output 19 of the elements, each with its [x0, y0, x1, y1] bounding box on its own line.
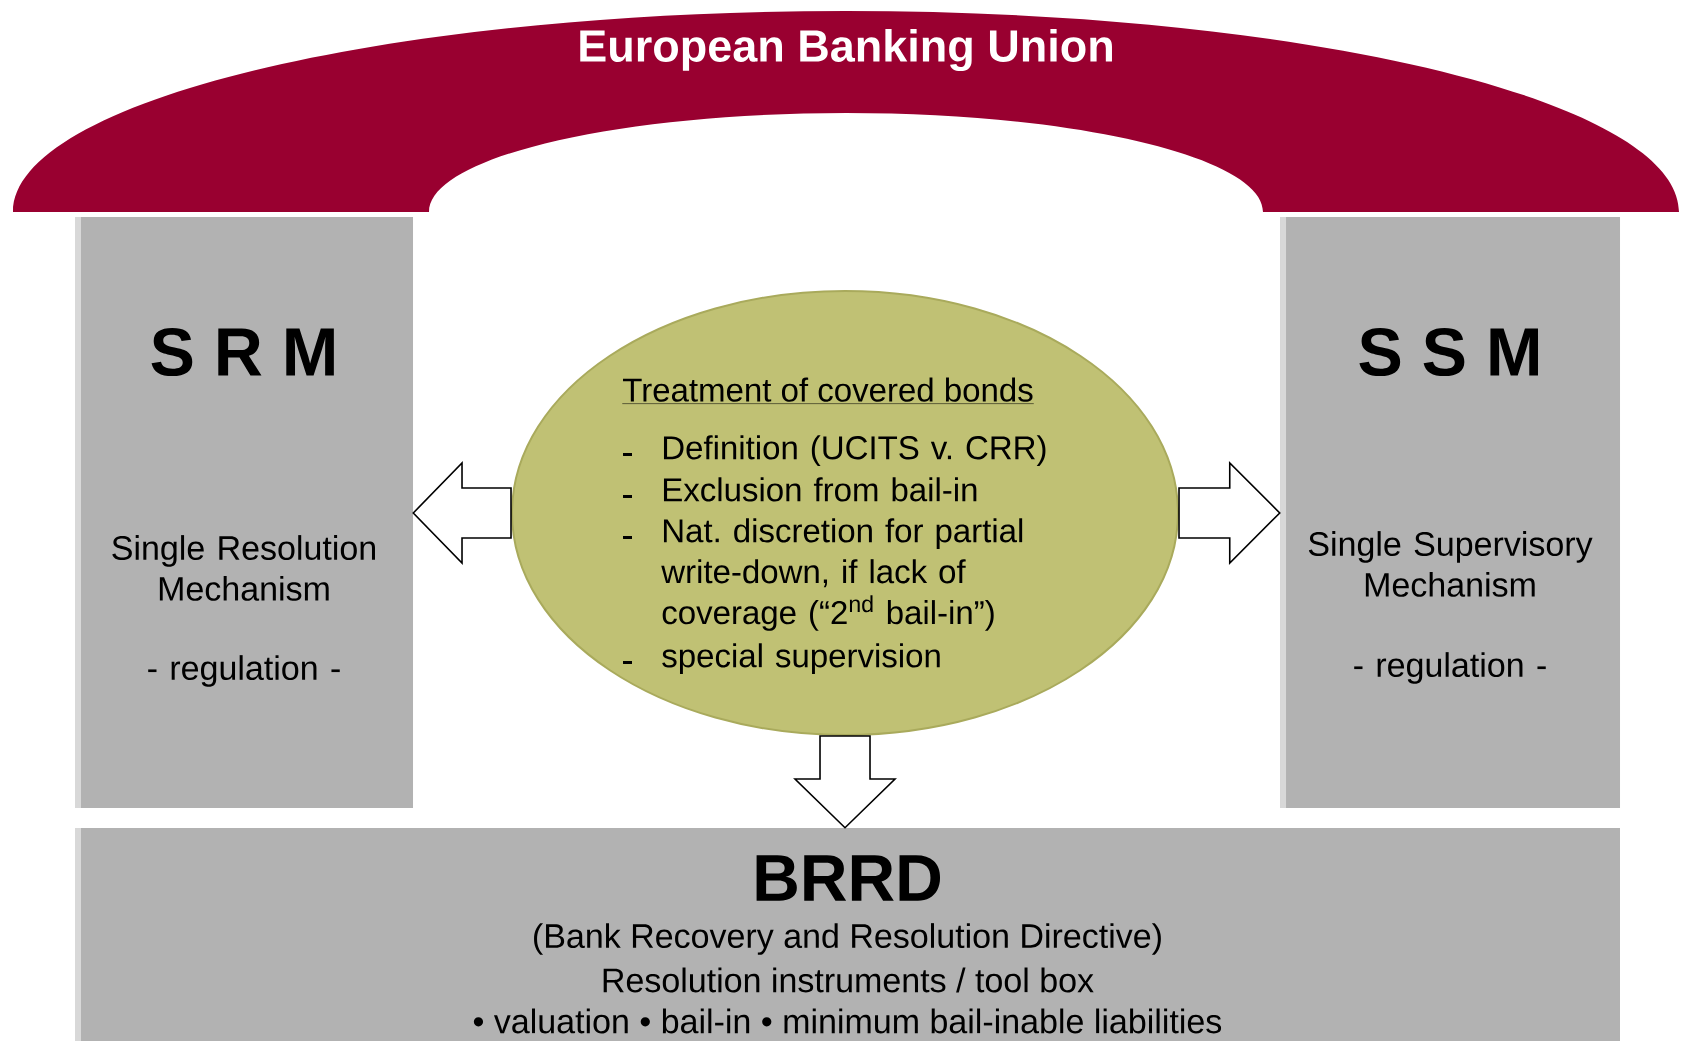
abbreviation: BRRD	[756, 855, 941, 901]
band-text: Resolution instruments / tool box	[603, 967, 1094, 993]
band-text: • valuation • bail-in • minimum bail-inable liabilities	[473, 1008, 1222, 1034]
pillar-text: Single Resolution Mechanism	[112, 535, 375, 601]
block-arrow	[793, 735, 897, 829]
block-arrow	[1178, 461, 1281, 565]
list-item: Nat. discretion for partial write-down, if lack of coverage (“2$^{nd}$ bail-in”)	[661, 518, 1023, 631]
abbreviation: S R M	[151, 327, 334, 377]
list-item: special supervision	[662, 643, 940, 674]
pillar-text: - regulation -	[1354, 652, 1546, 684]
block-arrow	[412, 461, 512, 565]
pillar-text: Single Supervisory Mechanism	[1308, 531, 1593, 597]
heading: Treatment of covered bonds	[622, 377, 1035, 404]
band-text: (Bank Recovery and Resolution Directive)	[534, 923, 1161, 955]
title: European Banking Union	[580, 28, 1112, 72]
pillar-text: - regulation -	[148, 655, 340, 687]
list-item: Exclusion from bail-in	[664, 477, 977, 502]
list-item: Definition (UCITS v. CRR)	[664, 435, 1046, 466]
abbreviation: S S M	[1359, 327, 1538, 377]
